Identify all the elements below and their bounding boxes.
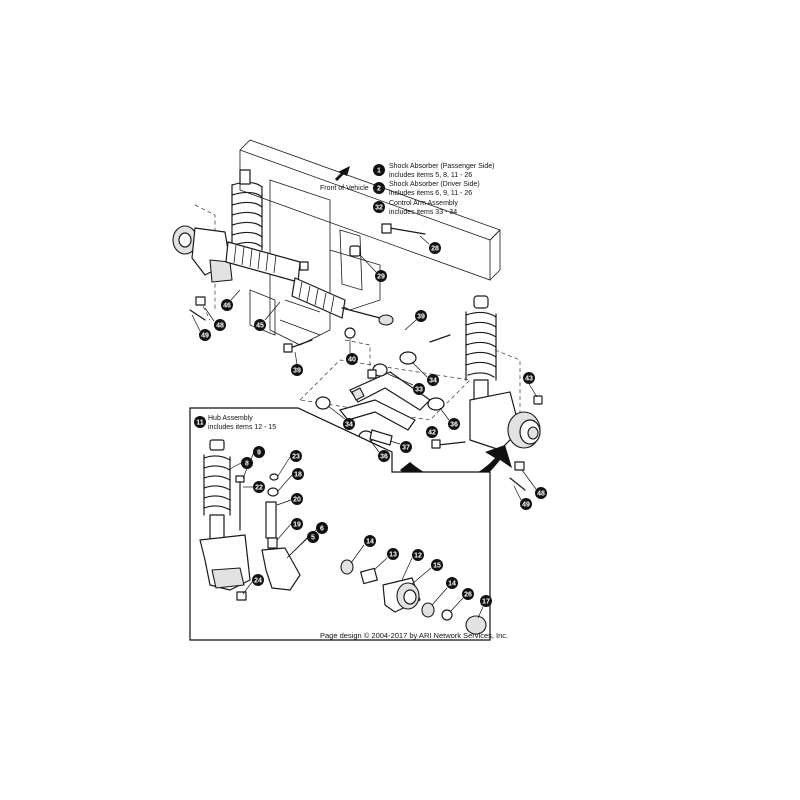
callout-20: 20 [291, 493, 303, 505]
svg-text:48: 48 [537, 491, 545, 498]
svg-text:46: 46 [223, 303, 231, 310]
callout-43: 43 [523, 372, 535, 384]
legend-title-2: Shock Absorber (Driver Side) [389, 181, 480, 188]
svg-text:33: 33 [415, 387, 423, 394]
svg-text:19: 19 [293, 522, 301, 529]
callout-36-right: 36 [448, 418, 460, 430]
legend: 1 Shock Absorber (Passenger Side) includ… [373, 163, 494, 216]
callout-22: 22 [253, 481, 265, 493]
callout-23: 23 [290, 450, 302, 462]
svg-text:36: 36 [450, 422, 458, 429]
legend-title-32: Control Arm Assembly [389, 200, 458, 207]
callout-39-left: 39 [291, 364, 303, 376]
legend-includes-2: includes items 6, 9, 11 - 26 [389, 190, 472, 197]
callout-48-left: 48 [214, 319, 226, 331]
front-of-vehicle-arrow [334, 166, 350, 182]
legend-includes-32: includes items 33 - 34 [389, 209, 457, 216]
svg-text:37: 37 [402, 445, 410, 452]
front-of-vehicle-label: Front of Vehicle [320, 185, 369, 192]
callouts: 28 29 46 48 49 45 39 39 40 34 33 34 36 3… [199, 242, 547, 607]
callout-39-right: 39 [415, 310, 427, 322]
callout-34-upper: 34 [427, 374, 439, 386]
callout-45: 45 [254, 319, 266, 331]
callout-40: 40 [346, 353, 358, 365]
callout-19: 19 [291, 518, 303, 530]
svg-text:29: 29 [377, 274, 385, 281]
nut-29 [349, 245, 361, 257]
svg-text:34: 34 [345, 422, 353, 429]
svg-text:40: 40 [348, 357, 356, 364]
callout-18: 18 [292, 468, 304, 480]
svg-text:18: 18 [294, 472, 302, 479]
left-shock-and-steering-rack [172, 169, 394, 326]
legend-number-1: 1 [377, 168, 381, 175]
svg-text:22: 22 [255, 485, 263, 492]
callout-26: 26 [462, 588, 474, 600]
svg-text:42: 42 [428, 430, 436, 437]
svg-text:39: 39 [417, 314, 425, 321]
callout-14-upper: 14 [364, 535, 376, 547]
svg-text:39: 39 [293, 368, 301, 375]
callout-49-right: 49 [520, 498, 532, 510]
svg-text:13: 13 [389, 552, 397, 559]
svg-text:9: 9 [257, 450, 261, 457]
callout-33: 33 [413, 383, 425, 395]
inset-number: 11 [196, 420, 204, 427]
svg-text:26: 26 [464, 592, 472, 599]
bolt-28 [381, 223, 426, 235]
callout-12: 12 [412, 549, 424, 561]
callout-15: 15 [431, 559, 443, 571]
callout-36-left: 36 [378, 450, 390, 462]
copyright-notice: Page design © 2004-2017 by ARI Network S… [320, 631, 508, 640]
svg-text:15: 15 [433, 563, 441, 570]
callout-17: 17 [480, 595, 492, 607]
callout-49-left: 49 [199, 329, 211, 341]
callout-13: 13 [387, 548, 399, 560]
callout-9: 9 [253, 446, 265, 458]
callout-14-lower: 14 [446, 577, 458, 589]
svg-text:20: 20 [293, 497, 301, 504]
leader-lines [191, 235, 538, 619]
svg-text:28: 28 [431, 246, 439, 253]
callout-34-lower: 34 [343, 418, 355, 430]
svg-text:34: 34 [429, 378, 437, 385]
hub-assembly-inset: 11 Hub Assembly includes items 12 - 15 [189, 407, 491, 641]
svg-text:12: 12 [414, 553, 422, 560]
inset-title: Hub Assembly [208, 415, 253, 422]
right-shock-and-hub [465, 295, 543, 491]
svg-text:24: 24 [254, 578, 262, 585]
svg-text:45: 45 [256, 323, 264, 330]
callout-8: 8 [241, 457, 253, 469]
svg-text:43: 43 [525, 376, 533, 383]
svg-text:17: 17 [482, 599, 490, 606]
inset-includes: includes items 12 - 15 [208, 424, 276, 431]
svg-text:5: 5 [311, 535, 315, 542]
svg-text:48: 48 [216, 323, 224, 330]
callout-28: 28 [429, 242, 441, 254]
legend-number-32: 32 [375, 205, 383, 212]
legend-includes-1: includes items 5, 8, 11 - 26 [389, 172, 472, 179]
callout-5: 5 [307, 531, 319, 543]
callout-24: 24 [252, 574, 264, 586]
vehicle-frame [239, 139, 501, 346]
callout-37: 37 [400, 441, 412, 453]
svg-text:8: 8 [245, 461, 249, 468]
callout-42: 42 [426, 426, 438, 438]
svg-text:14: 14 [366, 539, 374, 546]
svg-text:49: 49 [201, 333, 209, 340]
legend-number-2: 2 [377, 186, 381, 193]
svg-text:14: 14 [448, 581, 456, 588]
svg-text:36: 36 [380, 454, 388, 461]
callout-29: 29 [375, 270, 387, 282]
svg-text:23: 23 [292, 454, 300, 461]
svg-text:6: 6 [320, 526, 324, 533]
callout-46: 46 [221, 299, 233, 311]
callout-48-right: 48 [535, 487, 547, 499]
svg-text:49: 49 [522, 502, 530, 509]
legend-title-1: Shock Absorber (Passenger Side) [389, 163, 494, 170]
callout-6: 6 [316, 522, 328, 534]
